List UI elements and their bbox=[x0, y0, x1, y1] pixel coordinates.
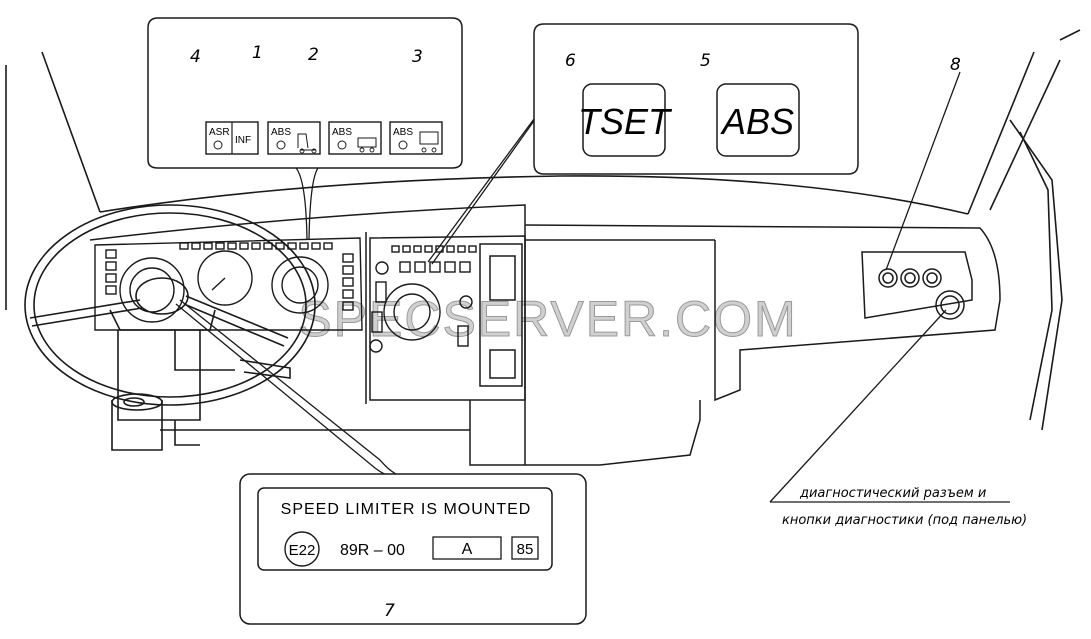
cluster-tell-tales bbox=[179, 242, 333, 250]
box-num-text: 85 bbox=[517, 541, 534, 558]
diagnostic-note-line2: кнопки диагностики (под панелью) bbox=[782, 513, 1027, 528]
speed-limiter-text: SPEED LIMITER IS MOUNTED bbox=[281, 501, 532, 518]
indicator-abs-trailer-3: ABS bbox=[389, 121, 443, 155]
watermark: SPECSERVER.COM bbox=[298, 291, 797, 347]
callout-number-7: 7 bbox=[384, 601, 395, 621]
diagnostic-buttons bbox=[878, 268, 965, 320]
tractor-icon bbox=[297, 133, 316, 151]
box-num-frame bbox=[511, 536, 539, 560]
callout-number-5: 5 bbox=[700, 51, 711, 71]
steering-wheel bbox=[24, 204, 316, 451]
console-top-buttons bbox=[391, 245, 477, 253]
callout-number-2: 2 bbox=[308, 45, 319, 65]
cluster-left-buttons bbox=[105, 249, 117, 295]
callout-number-1: 1 bbox=[252, 43, 263, 63]
box-a-frame bbox=[432, 536, 502, 560]
dashboard-panel bbox=[89, 204, 1001, 466]
box-a-text: A bbox=[462, 541, 473, 558]
e-mark-circle bbox=[284, 531, 320, 567]
diagnostic-note-line1: диагностический разъем и bbox=[799, 486, 986, 501]
brake-icon bbox=[276, 140, 286, 150]
indicator-callout: 4 1 2 3 ASR INF ABS ABS bbox=[147, 17, 463, 169]
speed-limiter-callout: SPEED LIMITER IS MOUNTED E22 89R – 00 A … bbox=[239, 473, 587, 625]
speed-limiter-plate bbox=[257, 487, 553, 571]
abs-label-2: ABS bbox=[332, 127, 352, 138]
callout-number-6: 6 bbox=[565, 51, 576, 71]
trailer-icon bbox=[419, 131, 439, 145]
abs-label-3: ABS bbox=[393, 127, 413, 138]
tset-lamp-frame bbox=[582, 83, 666, 157]
e-mark-text: E22 bbox=[289, 542, 316, 559]
brake-icon bbox=[398, 140, 408, 150]
cluster-right-buttons bbox=[342, 253, 354, 311]
indicator-abs-trailer-1: ABS bbox=[267, 121, 321, 155]
asr-label: ASR bbox=[209, 127, 230, 138]
trailer-icon bbox=[357, 137, 377, 148]
indicator-asr-inf: ASR INF bbox=[205, 121, 259, 155]
center-console bbox=[369, 245, 477, 353]
callout-number-4: 4 bbox=[190, 47, 201, 67]
lamp-callout: 6 5 TSET ABS bbox=[533, 23, 859, 175]
instrument-cluster bbox=[94, 237, 363, 331]
callout-number-3: 3 bbox=[412, 47, 423, 67]
abs-lamp-label: ABS bbox=[720, 101, 794, 142]
console-switches bbox=[399, 261, 471, 273]
brake-icon bbox=[337, 140, 347, 150]
inf-label: INF bbox=[235, 135, 251, 146]
callout-number-8: 8 bbox=[950, 55, 961, 75]
cab-outline bbox=[5, 29, 1081, 431]
indicator-abs-trailer-2: ABS bbox=[328, 121, 382, 155]
regulation-code: 89R – 00 bbox=[340, 542, 405, 559]
tset-lamp-label: TSET bbox=[578, 101, 673, 142]
abs-lamp-frame bbox=[716, 83, 800, 157]
abs-label-1: ABS bbox=[271, 127, 291, 138]
brake-icon bbox=[213, 140, 223, 150]
